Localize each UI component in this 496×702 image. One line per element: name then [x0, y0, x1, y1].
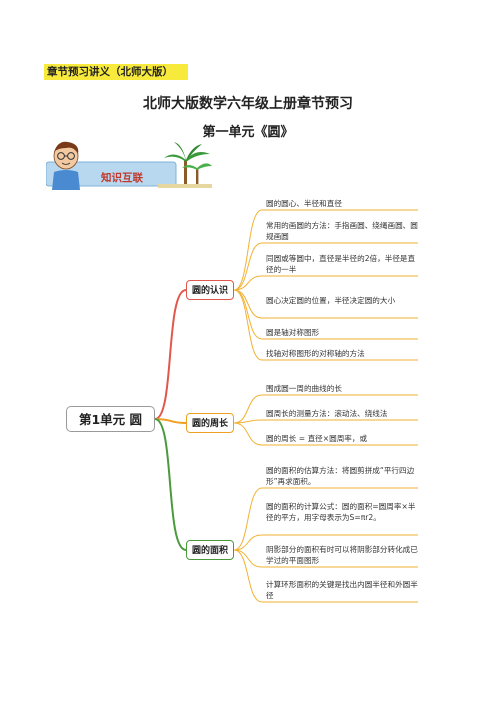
leaf-item: 圆的周长 = 直径×圆周率，或 — [266, 434, 368, 443]
mindmap-root: 第1单元 圆 — [66, 406, 155, 432]
branch-area: 圆的面积 — [186, 540, 234, 560]
connector-leaf — [233, 487, 263, 551]
banner-illustration — [46, 141, 212, 190]
connector-branch-3 — [154, 418, 187, 551]
leaf-item: 找轴对称图形的对称轴的方法 — [266, 349, 365, 358]
leaf-item: 圆心决定圆的位置，半径决定圆的大小 — [266, 296, 396, 305]
connector-branch-2 — [154, 418, 187, 424]
connector-leaf — [233, 549, 263, 568]
connector-leaf — [233, 394, 263, 424]
leaf-item: 圆的圆心、半径和直径 — [266, 199, 342, 208]
connector-leaf — [233, 289, 263, 361]
branch-circle-recognition: 圆的认识 — [186, 280, 234, 300]
leaf-item: 阴影部分的面积有时可以将阴影部分转化成已学过的平面图形 — [266, 545, 418, 565]
leaf-item: 圆周长的测量方法：滚动法、绕线法 — [266, 409, 388, 418]
unit-title: 第一单元《圆》 — [202, 125, 294, 140]
connector-leaf — [233, 289, 263, 340]
leaf-item: 圆的面积的估算方法：将圆剪拼成“平行四边形”再求面积。 — [266, 466, 415, 486]
page-title: 北师大版数学六年级上册章节预习 — [143, 96, 353, 112]
palm-tree-icon — [164, 142, 212, 188]
branch-circumference: 圆的周长 — [186, 413, 234, 433]
section-tag: 章节预习讲义（北师大版） — [44, 64, 188, 80]
leaf-item: 圆的面积的计算公式：圆的面积=圆周率×半径的平方，用字母表示为S=πr2。 — [266, 502, 416, 522]
leaf-item: 同圆或等圆中，直径是半径的2倍，半径是直径的一半 — [266, 254, 416, 274]
teacher-icon — [52, 141, 80, 190]
banner-label: 知识互联 — [101, 172, 143, 184]
leaf-item: 围成圆一周的曲线的长 — [266, 384, 342, 393]
connector-branch-1 — [154, 289, 187, 420]
connector-leaf — [233, 549, 263, 603]
leaf-item: 圆是轴对称图形 — [266, 328, 320, 337]
connector-leaf — [233, 422, 263, 446]
connector-leaf — [233, 419, 263, 424]
connector-leaf — [233, 534, 263, 551]
connector-leaf — [233, 242, 263, 291]
leaf-item: 常用的画圆的方法：手指画圆、绕绳画圆、圆规画圆 — [266, 221, 418, 241]
connector-leaf — [233, 275, 263, 291]
leaf-item: 计算环形面积的关键是找出内圆半径和外圆半径 — [266, 580, 418, 600]
connector-leaf — [233, 209, 263, 291]
